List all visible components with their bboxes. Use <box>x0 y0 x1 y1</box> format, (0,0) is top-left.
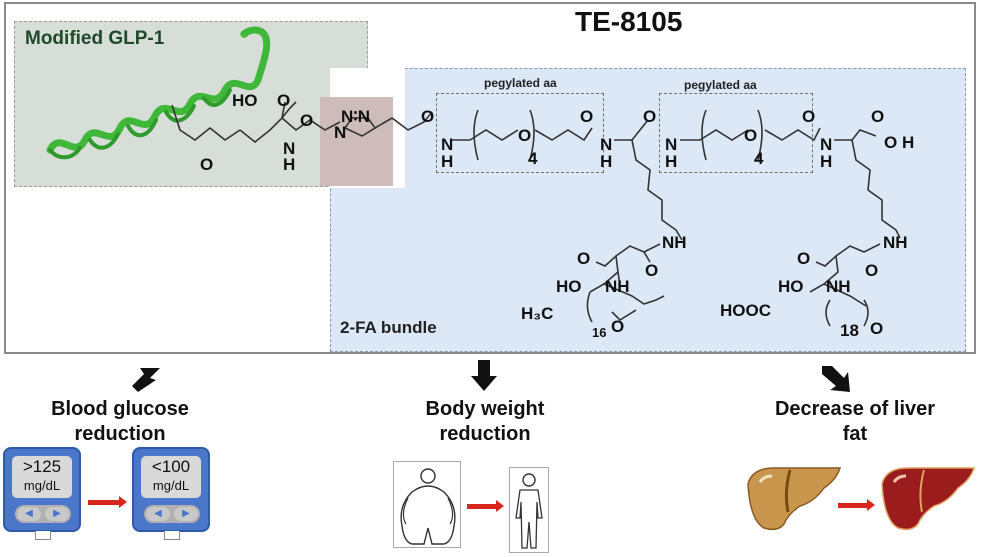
chem-label: H <box>441 152 454 171</box>
chem-label: N <box>820 135 833 154</box>
chem-label: H <box>820 152 833 171</box>
chem-label: O <box>744 126 758 145</box>
healthy-liver-icon <box>881 467 976 531</box>
chem-label: O <box>871 107 885 126</box>
chem-label: O <box>802 107 816 126</box>
fa-bundle-label: 2-FA bundle <box>340 318 437 337</box>
meter-buttons: ◀ ▶ <box>15 505 71 523</box>
outcome-line: fat <box>842 423 868 445</box>
red-arrow-icon <box>88 496 127 508</box>
chem-label: HO <box>556 277 582 296</box>
chem-label: O <box>580 107 594 126</box>
chem-label: HO <box>778 277 804 296</box>
outcome-line: Blood glucose <box>51 398 189 420</box>
chem-label: NH <box>662 233 687 252</box>
chem-label: O <box>870 319 884 338</box>
meter-unit: mg/dL <box>152 478 190 493</box>
peg-label-1: pegylated aa <box>484 76 557 90</box>
meter-right-icon: ▶ <box>45 507 69 521</box>
outcome-line: Body weight <box>425 398 545 420</box>
chem-label: H <box>665 152 678 171</box>
peg-label-2: pegylated aa <box>684 78 757 92</box>
meter-screen: <100 mg/dL <box>141 456 201 498</box>
peg-box-1 <box>436 93 604 173</box>
chem-label: 4 <box>528 149 538 168</box>
chem-label: O <box>300 111 314 130</box>
red-arrow-icon <box>838 499 875 511</box>
outcome-line: reduction <box>74 423 166 445</box>
meter-unit: mg/dL <box>23 478 61 493</box>
chem-label: N∶N <box>341 107 370 126</box>
chem-label: H <box>600 152 613 171</box>
chem-label: O <box>643 107 657 126</box>
chem-label: O <box>518 126 532 145</box>
chem-label: O <box>611 317 625 336</box>
chem-label: NH <box>883 233 908 252</box>
chem-label: O <box>797 249 811 268</box>
meter-value: >125 <box>22 457 62 476</box>
test-strip-icon <box>164 531 180 540</box>
chem-label: O <box>277 91 291 110</box>
chem-label: HOOC <box>720 301 771 320</box>
chem-label: H₃C <box>521 304 554 323</box>
red-arrow-icon <box>467 500 504 512</box>
glp1-helix-icon <box>46 26 271 160</box>
glucose-meter-after-icon: <100 mg/dL ◀ ▶ <box>132 447 210 540</box>
chem-label: O H <box>884 133 915 152</box>
fatty-liver-icon <box>747 467 842 531</box>
arrow-to-liver-icon <box>822 366 850 392</box>
meter-right-icon: ▶ <box>174 507 198 521</box>
obese-figure <box>400 468 456 545</box>
chem-label: O <box>577 249 591 268</box>
chem-label: O <box>200 155 214 174</box>
glp1-label: Modified GLP-1 <box>25 28 165 49</box>
chem-label: N <box>334 123 347 142</box>
chem-label: 16 <box>592 325 607 340</box>
chem-label: NH <box>826 277 851 296</box>
chem-label: O <box>865 261 879 280</box>
chem-label: NH <box>605 277 630 296</box>
slim-figure <box>515 473 543 549</box>
peg-box-2 <box>659 93 813 173</box>
outcome-glucose: Blood glucose reduction <box>10 397 230 447</box>
chem-label: HO <box>232 91 258 110</box>
test-strip-icon <box>35 531 51 540</box>
glucose-meter-before-icon: >125 mg/dL ◀ ▶ <box>3 447 81 540</box>
meter-buttons: ◀ ▶ <box>144 505 200 523</box>
obese-person-icon <box>393 461 461 548</box>
outcome-weight: Body weight reduction <box>385 397 585 447</box>
chem-label: N <box>283 139 296 158</box>
outcome-line: Decrease of liver <box>774 398 936 420</box>
chem-label: 18 <box>840 321 859 340</box>
arrow-to-weight-icon <box>471 360 497 391</box>
chem-label: N <box>441 135 454 154</box>
chem-label: N <box>665 135 678 154</box>
chem-label: O <box>421 107 435 126</box>
meter-left-icon: ◀ <box>146 507 170 521</box>
chem-label: N <box>600 135 613 154</box>
chem-label: H <box>283 155 296 174</box>
chem-label: O <box>645 261 659 280</box>
meter-left-icon: ◀ <box>17 507 41 521</box>
triazole-linker-region <box>320 97 393 186</box>
meter-value: <100 <box>151 457 191 476</box>
outcome-line: reduction <box>439 423 531 445</box>
slim-person-icon <box>509 467 549 553</box>
chem-label: 4 <box>754 149 764 168</box>
meter-screen: >125 mg/dL <box>12 456 72 498</box>
arrow-to-glucose-icon <box>132 368 160 392</box>
outcome-liver: Decrease of liver fat <box>740 397 970 447</box>
compound-title: TE-8105 <box>575 6 683 37</box>
